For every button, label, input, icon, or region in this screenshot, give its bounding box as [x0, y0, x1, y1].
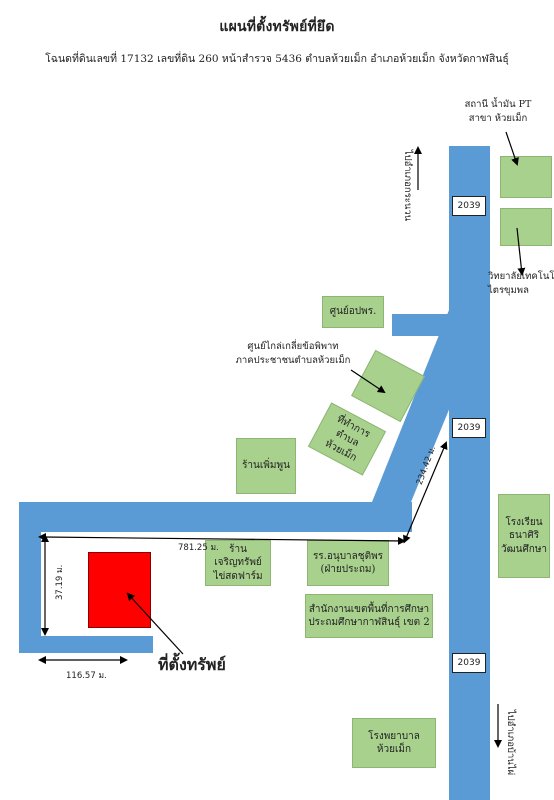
mediation-line1: ศูนย์ไกล่เกลี่ยข้อพิพาท: [247, 341, 339, 352]
edu-office-line2: ประถมศึกษากาฬสินธุ์ เขต 2: [308, 617, 430, 628]
college-building: [500, 208, 552, 246]
hospital-building: โรงพยาบาล ห้วยเม็ก: [352, 718, 436, 768]
school-line1: รร.อนุบาลชุติพร: [312, 550, 384, 562]
distance-road-length: 781.25 ม.: [178, 543, 219, 553]
left-vertical-road: [19, 502, 41, 653]
horizontal-road: [19, 502, 412, 532]
shop-charoen-line1: ร้านเจริญทรัพย์: [214, 543, 262, 569]
main-road-vertical: [449, 146, 490, 800]
school-right-line1: โรงเรียน: [505, 516, 543, 528]
edu-office-building: สำนักงานเขตพื้นที่การศึกษา ประถมศึกษากาฬ…: [305, 594, 433, 638]
map-title: แผนที่ตั้งทรัพย์ที่ยึด: [219, 19, 335, 35]
target-property: [88, 552, 151, 628]
pt-station-line2: สาขา ห้วยเม็ก: [468, 113, 528, 125]
distance-diagonal: 234.42 ม.: [414, 444, 439, 487]
mediation-center-label: ศูนย์ไกล่เกลี่ยข้อพิพาท ภาคประชาชนตำบลห้…: [228, 340, 358, 369]
bottom-road: [19, 636, 153, 653]
college-label: วิทยาลัยเทคโนโลยี ไตรขุมพล: [488, 270, 554, 299]
distance-vertical: 37.19 ม.: [55, 564, 65, 600]
hospital-line2: ห้วยเม็ก: [376, 744, 412, 755]
highway-sign-2039-middle: 2039: [452, 418, 486, 438]
highway-sign-2039-bottom: 2039: [452, 653, 486, 673]
college-line1: วิทยาลัยเทคโนโลยี: [488, 271, 554, 282]
distance-bottom: 116.57 ม.: [66, 671, 107, 681]
shop-charoen-building: ร้านเจริญทรัพย์ ไข่สดฟาร์ม: [205, 540, 271, 586]
school-building: รร.อนุบาลชุติพร (ฝ่ายประถม): [307, 540, 389, 586]
edu-office-line1: สำนักงานเขตพื้นที่การศึกษา: [308, 603, 430, 615]
school-right-line2: ธนาศิริ: [508, 530, 540, 542]
pt-station-building: [500, 156, 552, 198]
mediation-center-building: [351, 349, 425, 423]
college-line2: ไตรขุมพล: [488, 285, 529, 297]
school-line2: (ฝ่ายประถม): [320, 564, 376, 575]
shop-phoemphun-building: ร้านเพิ่มพูน: [236, 438, 296, 494]
pt-station-line1: สถานี น้ำมัน PT: [464, 99, 532, 110]
school-right-building: โรงเรียน ธนาศิริ วัฒนศึกษา: [498, 494, 550, 578]
map-subtitle: โฉนดที่ดินเลขที่ 17132 เลขที่ดิน 260 หน้…: [45, 53, 509, 65]
highway-sign-2039-top: 2039: [452, 196, 486, 216]
district-office-building: ที่ทำการตำบล ห้วยเม็ก: [307, 402, 387, 476]
hospital-line1: โรงพยาบาล: [368, 730, 420, 742]
direction-north: ไปอำเภอกระนวน: [402, 149, 414, 222]
agri-office-building: ศูนย์อปพร.: [322, 296, 384, 328]
school-right-line3: วัฒนศึกษา: [500, 543, 548, 555]
pt-station-label: สถานี น้ำมัน PT สาขา ห้วยเม็ก: [448, 98, 548, 127]
mediation-line2: ภาคประชาชนตำบลห้วยเม็ก: [235, 355, 351, 367]
side-road-to-agri: [392, 314, 452, 336]
direction-south: ไปอำเภอบ้านไผ่: [505, 709, 517, 776]
target-property-label: ที่ตั้งทรัพย์: [158, 655, 226, 674]
shop-charoen-line2: ไข่สดฟาร์ม: [213, 570, 263, 582]
